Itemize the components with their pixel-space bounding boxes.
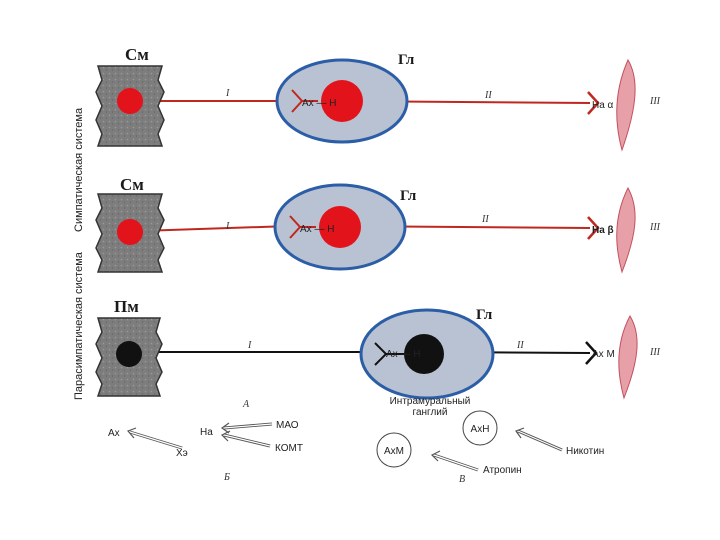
fiber-1-label: I — [225, 88, 230, 99]
cell-nucleus — [117, 219, 143, 245]
effector-terminal — [587, 216, 600, 240]
axn-receptor-circle — [462, 410, 498, 446]
legend-axm: АхМ — [384, 446, 404, 457]
receptor-label: На α — [592, 100, 614, 111]
target-number: III — [649, 347, 661, 358]
legend: А Б В Ах Хэ На МАО КОМТ АхМ Атропин АхН … — [108, 399, 604, 485]
smooth-muscle-cell — [616, 186, 636, 274]
legend-b-label: Б — [223, 472, 230, 483]
smooth-muscle-cell — [616, 58, 636, 152]
ganglion-nucleus — [404, 334, 444, 374]
synapse-terminal — [374, 342, 404, 366]
ganglion-label: Гл — [476, 307, 493, 323]
fiber-1-label: I — [247, 340, 252, 351]
target-number: III — [649, 222, 661, 233]
fiber-2-label: II — [516, 340, 524, 351]
legend-atropine: Атропин — [483, 465, 522, 476]
row-3: Пм Ах — Н Гл Интрамуральный ганглий I II… — [95, 297, 661, 418]
effector-terminal — [587, 91, 600, 115]
center-label: Пм — [114, 297, 139, 316]
fiber-1-label: I — [225, 221, 230, 232]
receptor-label: Ах М — [592, 349, 615, 360]
synapse-label: Ах — Н — [302, 98, 336, 109]
ganglion-nucleus — [319, 206, 361, 248]
center-label: См — [125, 45, 149, 64]
row-1: См Ах — Н Гл I II На α III — [95, 45, 661, 152]
legend-mao: МАО — [276, 420, 299, 431]
target-number: III — [649, 96, 661, 107]
ganglion-caption-line-1: Интрамуральный — [390, 396, 471, 407]
synapse-terminal — [289, 215, 316, 239]
synapse-label: Ах — Н — [386, 349, 420, 360]
ganglion-label: Гл — [398, 52, 415, 68]
axm-receptor-circle — [376, 432, 412, 468]
parasympathetic-label: Парасимпатическая система — [73, 251, 85, 400]
legend-nicotine: Никотин — [566, 446, 604, 457]
receptor-label: На β — [592, 225, 614, 236]
legend-a-label: А — [242, 399, 250, 410]
cell-nucleus — [117, 88, 143, 114]
cell-nucleus — [116, 341, 142, 367]
fiber-2-label: II — [481, 214, 489, 225]
legend-ax: Ах — [108, 428, 120, 439]
legend-hz: Хэ — [176, 448, 188, 459]
ganglion-label: Гл — [400, 188, 417, 204]
legend-komt: КОМТ — [275, 443, 303, 454]
sympathetic-label: Симпатическая система — [73, 107, 85, 232]
effector-terminal — [585, 341, 598, 365]
center-label: См — [120, 175, 144, 194]
fiber-2-label: II — [484, 90, 492, 101]
ganglion-nucleus — [321, 80, 363, 122]
preganglionic-fiber — [139, 225, 291, 232]
legend-v-label: В — [459, 474, 465, 485]
legend-na: На — [200, 427, 213, 438]
synapse-label: Ах — Н — [300, 224, 334, 235]
legend-axn: АхН — [471, 424, 490, 435]
synapse-terminal — [291, 89, 318, 113]
smooth-muscle-cell — [618, 314, 638, 400]
row-2: См Ах — Н Гл I II На β III — [95, 175, 661, 274]
ganglion-caption-line-2: ганглий — [413, 407, 448, 418]
